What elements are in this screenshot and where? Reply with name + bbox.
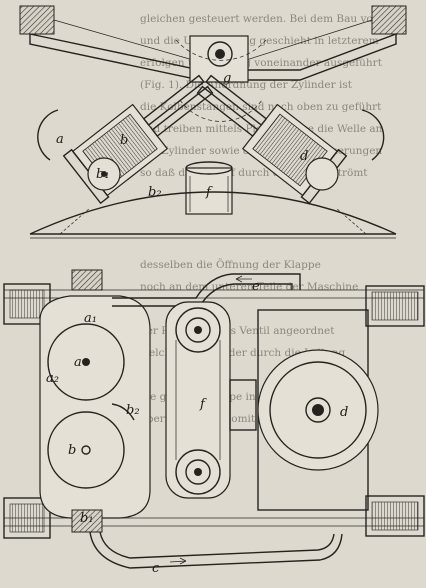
pump-f-top — [185, 167, 233, 215]
label-a1: a₁ — [84, 311, 97, 326]
label-a: a — [74, 355, 82, 370]
bleed-line: und die Umsteuerung geschieht in letzter… — [140, 35, 379, 47]
label-b1-top: b₁ — [96, 167, 110, 182]
cylinder-b — [47, 411, 125, 489]
label-a-top: a — [56, 132, 64, 147]
bleed-line: noch an dem unteren Teile der Maschine — [140, 281, 358, 293]
left-top-support — [19, 5, 55, 35]
bottom-plan-view — [3, 269, 425, 569]
label-c: c — [152, 561, 160, 576]
pipe-c — [89, 531, 343, 569]
pipe-e — [112, 273, 301, 299]
bleed-line: desselben die Öffnung der Klappe — [140, 257, 321, 271]
top-elevation-view — [19, 5, 407, 239]
base-arch — [29, 191, 397, 235]
label-b2-top: b₂ — [148, 185, 162, 200]
bleed-line: die Kolbenstangen sind nach oben zu gefü… — [140, 101, 382, 113]
label-f: f — [199, 397, 207, 412]
bleed-line: gleichen gesteuert werden. Bei dem Bau v… — [140, 13, 380, 25]
label-f-top: f — [205, 185, 213, 200]
label-b: b — [68, 443, 76, 458]
label-d: d — [340, 405, 348, 420]
label-d-top: d — [300, 149, 308, 164]
label-g: g — [223, 71, 231, 86]
bottom-nozzle-b1 — [71, 509, 103, 533]
crank-box — [189, 35, 249, 83]
top-nozzle-a1 — [71, 269, 103, 291]
cylinder-a — [47, 323, 125, 401]
label-b1: b₁ — [80, 511, 94, 526]
label-e: e — [252, 279, 260, 294]
label-b2: b₂ — [126, 403, 140, 418]
label-a2: a₂ — [46, 371, 59, 386]
right-top-support — [371, 5, 407, 35]
label-b-top: b — [120, 133, 128, 148]
